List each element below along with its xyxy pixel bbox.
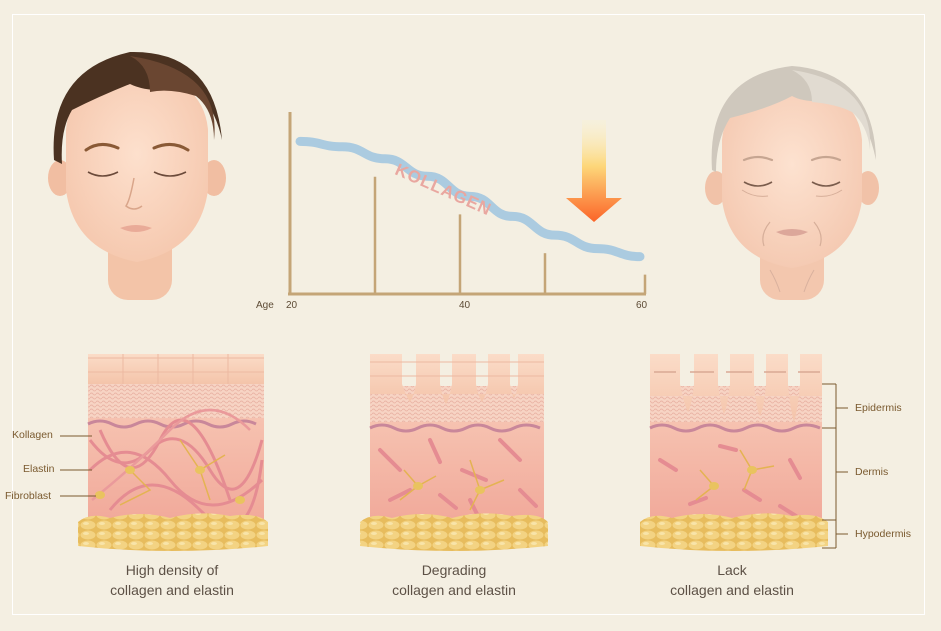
young-face-illustration xyxy=(48,51,226,300)
collagen-curve xyxy=(295,136,645,262)
caption-degrading-line2: collagen and elastin xyxy=(392,582,516,598)
tick-label-20: 20 xyxy=(286,300,298,311)
collagen-chart xyxy=(288,112,647,296)
label-epidermis: Epidermis xyxy=(855,402,902,414)
label-elastin: Elastin xyxy=(23,463,55,475)
caption-degrading: Degrading collagen and elastin xyxy=(344,560,564,600)
label-dermis: Dermis xyxy=(855,466,889,478)
caption-young-line1: High density of xyxy=(125,562,219,578)
caption-lack: Lack collagen and elastin xyxy=(622,560,842,600)
x-axis-label: Age xyxy=(256,300,274,311)
label-kollagen: Kollagen xyxy=(12,429,53,441)
skin-lack-block xyxy=(640,354,848,551)
label-hypodermis: Hypodermis xyxy=(855,528,912,540)
tick-label-40: 40 xyxy=(459,300,471,311)
old-face-illustration xyxy=(705,66,879,300)
skin-degrading-block xyxy=(360,354,548,551)
caption-lack-line2: collagen and elastin xyxy=(670,582,794,598)
caption-young-line2: collagen and elastin xyxy=(110,582,234,598)
chart-guide-lines xyxy=(373,176,647,294)
tick-label-60: 60 xyxy=(636,300,648,311)
caption-lack-line1: Lack xyxy=(717,562,747,578)
skin-young-block xyxy=(60,354,268,551)
caption-young: High density of collagen and elastin xyxy=(62,560,282,600)
decline-arrow-icon xyxy=(566,120,622,222)
caption-degrading-line1: Degrading xyxy=(421,562,487,578)
label-fibroblast: Fibroblast xyxy=(5,490,52,502)
